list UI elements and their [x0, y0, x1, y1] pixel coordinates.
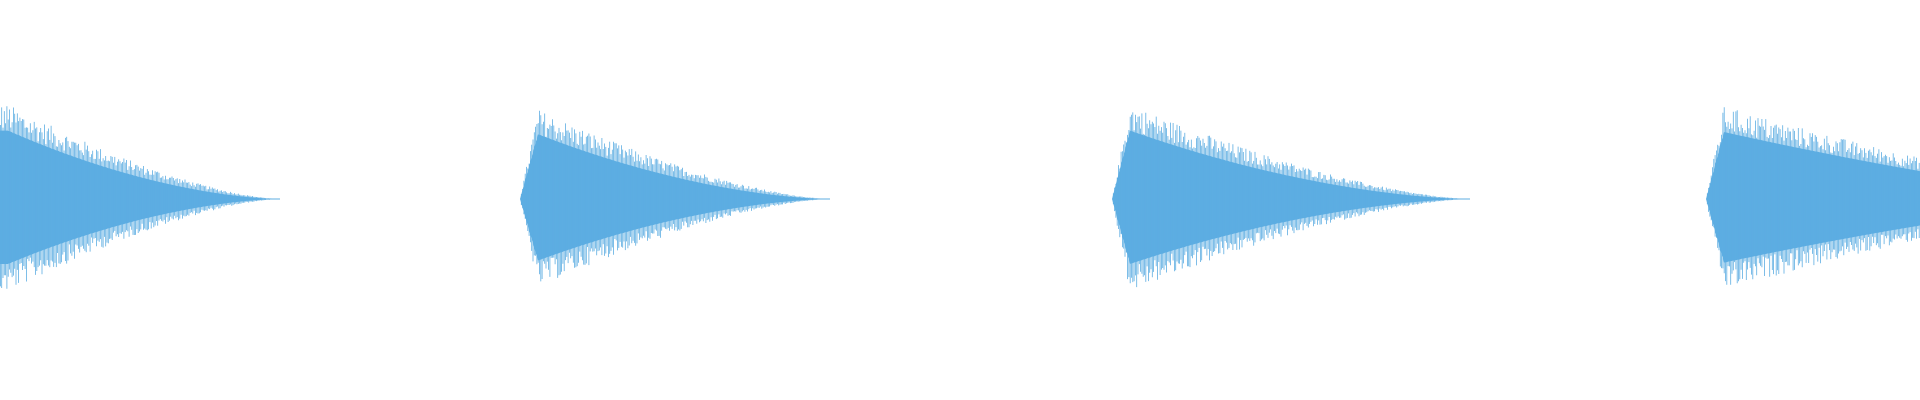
waveform-burst-3	[1112, 112, 1470, 288]
waveform-bursts	[0, 106, 1920, 289]
waveform-burst-2	[520, 110, 830, 282]
waveform-burst-body	[0, 130, 280, 264]
waveform-burst-1	[0, 106, 280, 289]
waveform-burst-4	[1706, 107, 1920, 285]
